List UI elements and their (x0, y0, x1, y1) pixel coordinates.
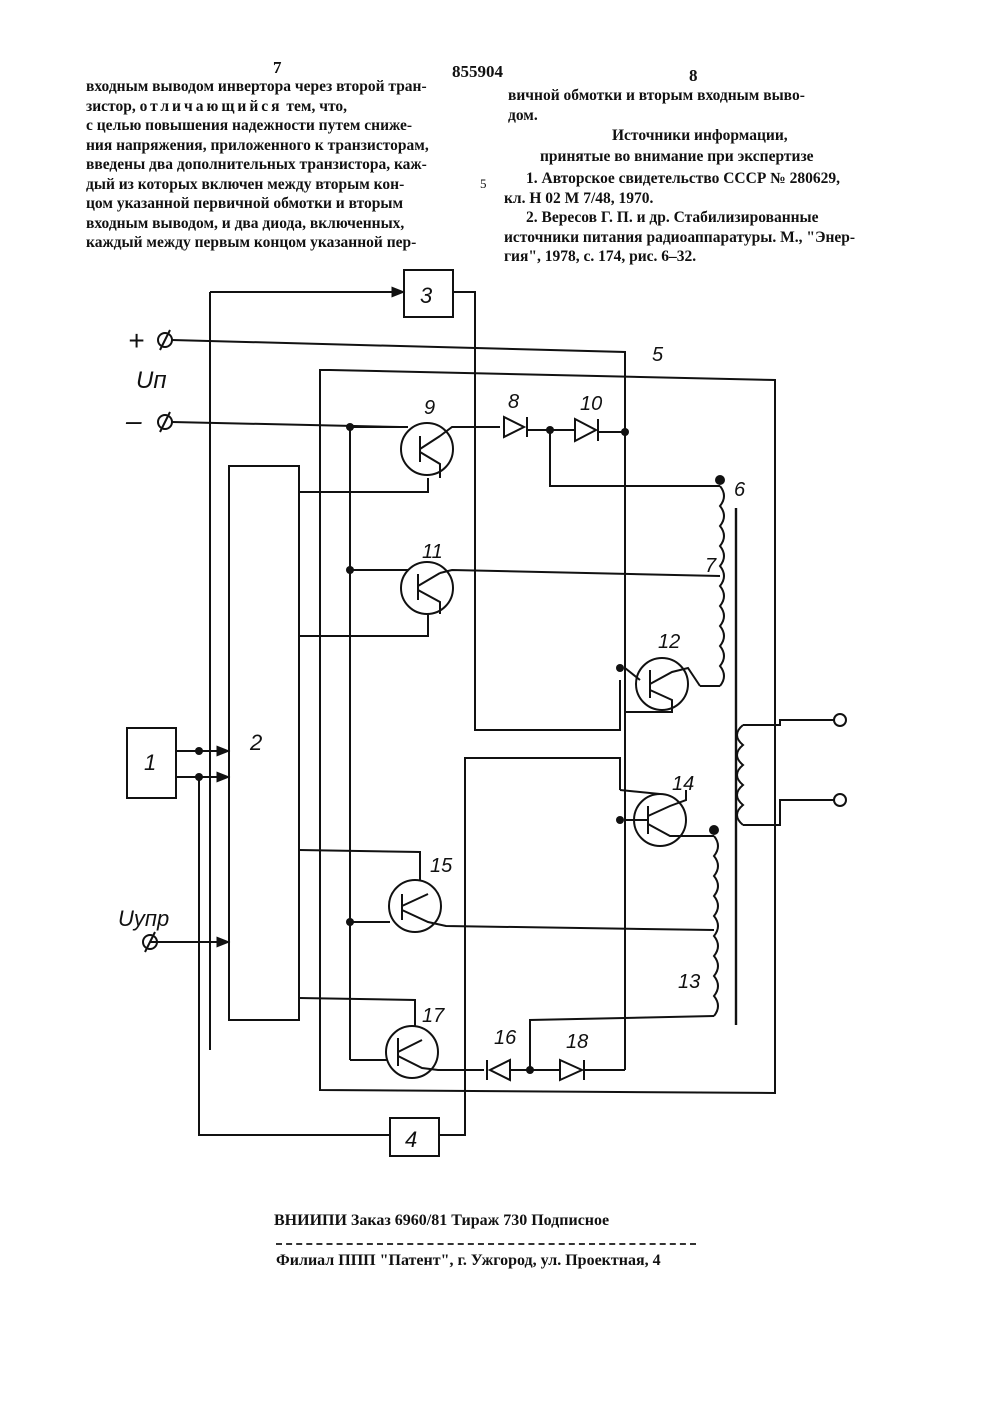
winding-start-dot (709, 825, 719, 835)
label-13: 13 (678, 971, 700, 993)
wire-to-block-4 (199, 777, 390, 1135)
label-7: 7 (705, 555, 717, 577)
wire-winding-13-to-diodes (530, 1016, 714, 1070)
output-terminal-bottom (834, 794, 846, 806)
junction-dot (346, 423, 354, 431)
label-8: 8 (508, 391, 519, 413)
footer-divider (276, 1243, 696, 1245)
label-plus: + (128, 325, 144, 356)
label-15: 15 (430, 855, 453, 877)
winding-13 (714, 836, 718, 1016)
wire-block-3-out (453, 292, 620, 730)
label-18: 18 (566, 1031, 588, 1053)
label-minus: – (125, 405, 142, 436)
transistor-9-wires (299, 427, 500, 492)
winding-6-7 (720, 486, 724, 686)
transistor-17 (386, 1026, 438, 1078)
transistor-15-wires (299, 850, 714, 930)
footer-publisher-line: ВНИИПИ Заказ 6960/81 Тираж 730 Подписное (274, 1212, 609, 1230)
junction-dot (526, 1066, 534, 1074)
transistor-9 (401, 423, 453, 475)
label-5: 5 (652, 344, 664, 366)
label-block-4: 4 (405, 1127, 417, 1152)
wire-block-4-out (439, 758, 620, 1135)
junction-dot (195, 747, 203, 755)
output-wire-top (743, 720, 835, 725)
junction-dot (616, 664, 624, 672)
label-9: 9 (424, 397, 435, 419)
junction-dot (616, 816, 624, 824)
block-2 (229, 466, 299, 1020)
transistor-11 (401, 562, 453, 614)
junction-dot (346, 918, 354, 926)
wire-plus-rail (172, 340, 625, 1070)
label-10: 10 (580, 393, 602, 415)
winding-start-dot (715, 475, 725, 485)
wire-loop-5 (320, 370, 775, 1093)
label-block-2: 2 (249, 730, 262, 755)
transistor-17-wires (299, 998, 484, 1070)
transistor-15 (389, 880, 441, 932)
junction-dot (546, 426, 554, 434)
label-16: 16 (494, 1027, 517, 1049)
label-block-1: 1 (144, 750, 156, 775)
junction-dot (621, 428, 629, 436)
secondary-winding (737, 725, 743, 825)
diode-8 (504, 417, 524, 437)
junction-dot (195, 773, 203, 781)
label-17: 17 (422, 1005, 445, 1027)
transistor-12 (636, 658, 688, 710)
label-11: 11 (422, 541, 443, 563)
label-block-3: 3 (420, 283, 433, 308)
label-6: 6 (734, 479, 746, 501)
label-supply-voltage: Uп (136, 367, 167, 394)
transistor-11-wires (299, 570, 720, 636)
label-control-voltage: Uупр (118, 906, 169, 931)
label-14: 14 (672, 773, 694, 795)
label-12: 12 (658, 631, 680, 653)
diode-16 (490, 1060, 510, 1080)
diode-10 (575, 419, 596, 441)
output-terminal-top (834, 714, 846, 726)
output-wire-bottom (743, 800, 835, 825)
footer-address-line: Филиал ППП "Патент", г. Ужгород, ул. Про… (276, 1252, 661, 1270)
junction-dot (346, 566, 354, 574)
diode-18 (560, 1060, 582, 1080)
